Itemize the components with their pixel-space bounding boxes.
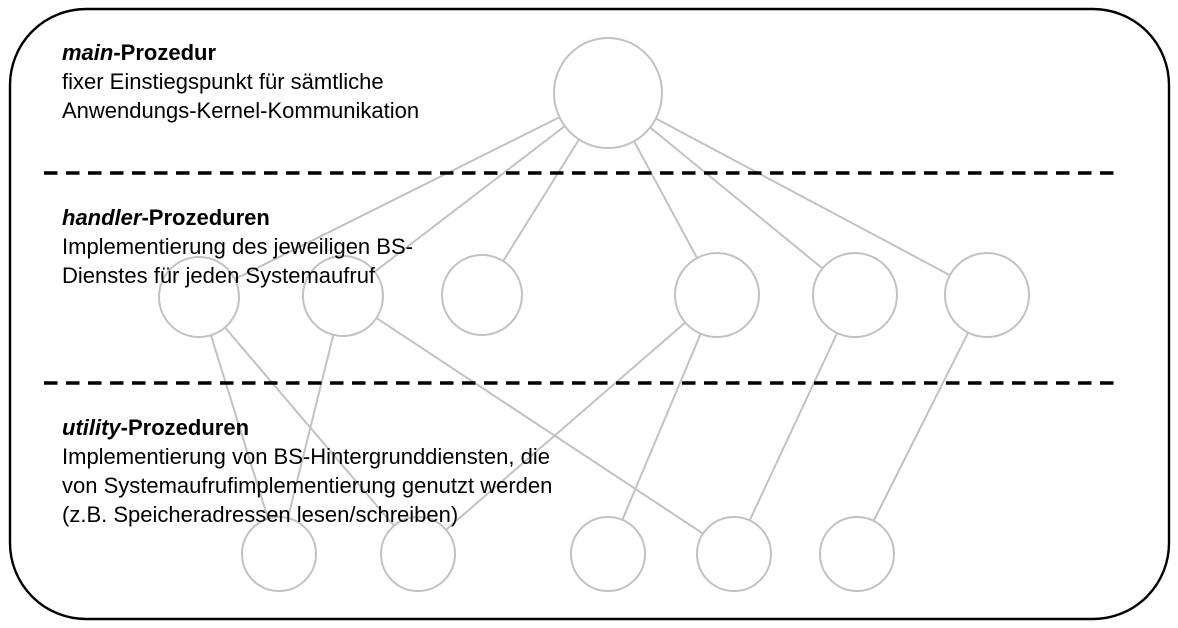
handler-node-2 <box>302 255 384 337</box>
utility-layer-description-line-1: Implementierung von BS-Hintergrunddienst… <box>62 444 550 469</box>
handler-node-5 <box>812 252 898 338</box>
edge-handler-4-utility-3 <box>607 294 718 555</box>
utility-layer-title: utility-Prozeduren <box>62 413 552 442</box>
utility-node-4 <box>696 516 772 592</box>
utility-node-5 <box>819 516 895 592</box>
frame-border <box>8 7 1171 621</box>
main-layer-description-line-2: Anwendungs-Kernel-Kommunikation <box>62 98 420 123</box>
edge-handler-5-utility-4 <box>733 294 856 555</box>
edge-main-handler-1 <box>198 92 609 298</box>
main-layer-label: main-Prozedur fixer Einstiegspunkt für s… <box>62 38 419 125</box>
edge-handler-2-utility-4 <box>342 295 735 555</box>
utility-node-3 <box>570 516 646 592</box>
utility-layer-title-rest: -Prozeduren <box>120 415 250 440</box>
handler-node-4 <box>674 252 760 338</box>
handler-node-1 <box>158 256 240 338</box>
utility-layer-description-line-2: von Systemaufrufimplementierung genutzt … <box>62 473 553 498</box>
edge-main-handler-2 <box>342 92 609 297</box>
utility-node-1 <box>241 516 317 592</box>
utility-layer-description-line-3: (z.B. Speicheradressen lesen/schreiben) <box>62 502 459 527</box>
main-layer-title-emphasis: main <box>62 40 114 65</box>
handler-node-6 <box>944 252 1030 338</box>
handler-layer-title-rest: -Prozeduren <box>141 205 270 230</box>
handler-layer-title-emphasis: handler <box>62 205 142 230</box>
edge-main-handler-6 <box>607 92 988 296</box>
edge-handler-1-utility-2 <box>198 296 419 555</box>
utility-node-2 <box>380 516 456 592</box>
main-procedure-node <box>553 37 663 149</box>
main-layer-title: main-Prozedur <box>62 38 419 67</box>
handler-layer-description-line-1: Implementierung des jeweiligen BS- <box>62 234 413 259</box>
handler-layer-title: handler-Prozeduren <box>62 203 413 232</box>
main-layer-title-rest: -Prozedur <box>113 40 217 65</box>
node-circles <box>158 37 1030 592</box>
handler-layer-label: handler-Prozeduren Implementierung des j… <box>62 203 413 290</box>
handler-node-3 <box>441 254 523 336</box>
main-layer-description-line-1: fixer Einstiegspunkt für sämtliche <box>62 69 384 94</box>
handler-layer-description-line-2: Dienstes für jeden Systemaufruf <box>62 263 376 288</box>
utility-layer-title-emphasis: utility <box>62 415 121 440</box>
edge-handler-1-utility-1 <box>198 296 280 555</box>
edge-handler-2-utility-1 <box>278 295 344 555</box>
edge-handler-4-utility-2 <box>417 294 718 555</box>
utility-layer-label: utility-Prozeduren Implementierung von B… <box>62 413 552 529</box>
edge-handler-6-utility-5 <box>856 294 988 555</box>
